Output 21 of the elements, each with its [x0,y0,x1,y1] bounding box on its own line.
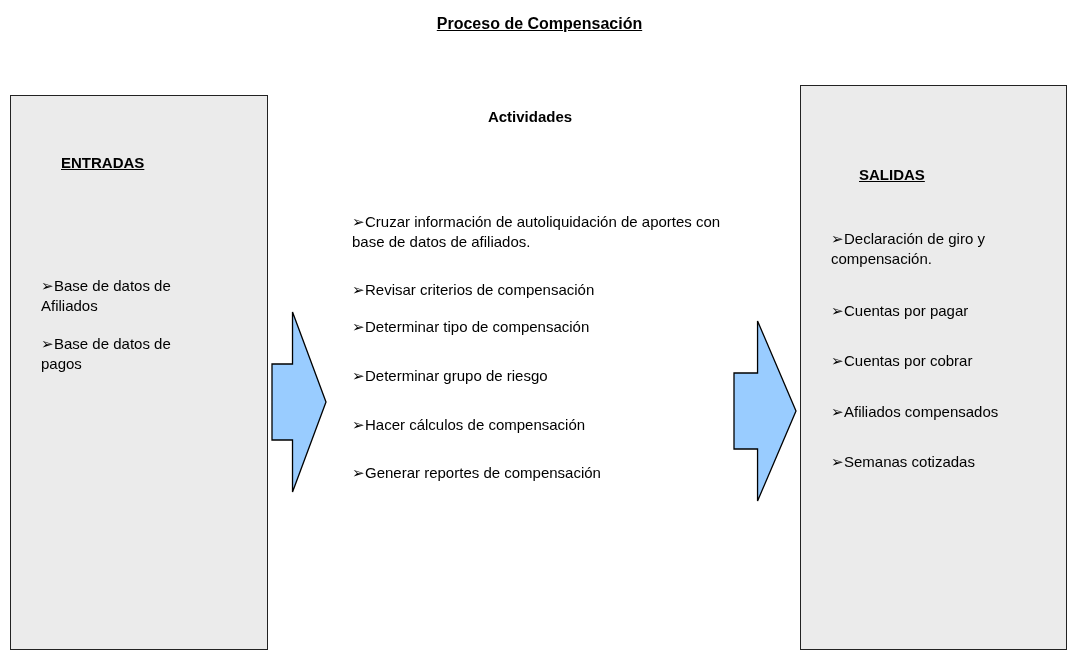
list-item: ➢Base de datos de pagos [41,334,172,374]
list-item: ➢Determinar tipo de compensación [352,317,591,337]
list-item: ➢Cuentas por pagar [831,301,970,321]
diagram-title: Proceso de Compensación [436,14,643,34]
block-arrow [271,311,327,493]
list-item: ➢Determinar grupo de riesgo [352,366,549,386]
list-item: ➢Cuentas por cobrar [831,351,974,371]
column-box [800,85,1067,650]
list-item: ➢Hacer cálculos de compensación [352,415,587,435]
block-arrow [733,320,797,502]
column-heading: ENTRADAS [61,154,145,173]
column-heading: SALIDAS [859,166,925,185]
list-item: ➢Afiliados compensados [831,402,1000,422]
column-box [10,95,268,650]
list-item: ➢Base de datos de Afiliados [41,276,172,316]
list-item: ➢Semanas cotizadas [831,452,976,472]
list-item: ➢Revisar criterios de compensación [352,280,596,300]
list-item: ➢Declaración de giro y compensación. [831,229,986,269]
list-item: ➢Cruzar información de autoliquidación de aportes con base de datos de afiliados. [352,212,722,252]
list-item: ➢Generar reportes de compensación [352,463,602,483]
column-heading: Actividades [486,108,574,127]
